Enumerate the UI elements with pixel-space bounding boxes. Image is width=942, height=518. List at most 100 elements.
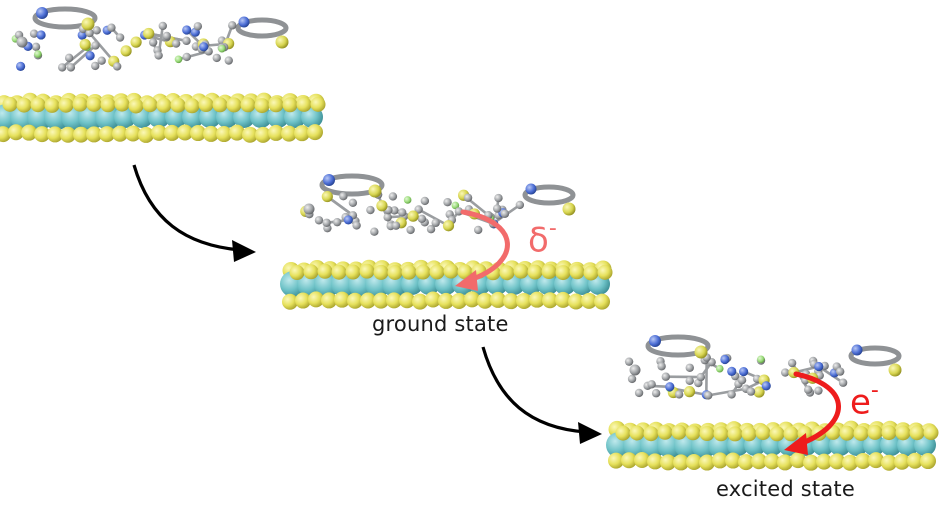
carbon-atom — [92, 26, 101, 35]
electron-sign: - — [870, 378, 879, 403]
nitrogen-atom — [851, 344, 863, 356]
carbon-atom — [112, 62, 122, 71]
carbon-atom — [115, 33, 125, 42]
sulfur-atom — [529, 291, 545, 308]
process-arrow-2-head — [578, 422, 602, 444]
sulfur-atom — [829, 453, 845, 470]
carbon-atom — [339, 192, 348, 201]
sulfur-atom — [516, 292, 532, 309]
carbon-atom — [97, 56, 106, 65]
carbon-atom — [66, 63, 76, 72]
sulfur-atom — [671, 424, 687, 440]
sulfur-atom — [443, 263, 459, 279]
metal-atom — [537, 273, 559, 295]
sulfur-atom — [816, 453, 832, 470]
sulfur-atom — [920, 453, 936, 470]
sulfur-atom — [190, 125, 206, 142]
sulfur-atom — [907, 452, 923, 469]
substrate-monolayer — [606, 420, 939, 471]
sulfur-atom — [294, 125, 310, 142]
sulfur-atom — [699, 454, 715, 471]
sulfur-atom — [412, 293, 428, 310]
sulfur-atom — [581, 292, 597, 309]
sulfur-molecular-atom — [888, 363, 902, 377]
adsorbed-molecule — [11, 6, 289, 72]
sulfur-atom — [151, 124, 167, 141]
carbon-atom — [685, 376, 694, 385]
sulfur-molecular-atom — [694, 345, 708, 359]
sulfur-atom — [373, 292, 389, 309]
electron-transfer-arrow — [793, 371, 841, 447]
carbon-atom — [674, 390, 684, 399]
carbon-atom — [366, 205, 375, 215]
sulfur-atom — [177, 124, 193, 141]
carbon-atom — [463, 193, 473, 202]
sulfur-atom — [451, 292, 467, 309]
carbon-atom — [746, 387, 756, 396]
sulfur-atom — [425, 291, 441, 308]
nitrogen-atom — [525, 183, 537, 195]
sulfur-atom — [212, 97, 228, 113]
carbon-atom — [473, 225, 483, 235]
carbon-atom — [332, 217, 342, 227]
carbon-atom — [835, 367, 845, 376]
sulfur-atom — [629, 425, 645, 441]
carbon-atom — [657, 362, 666, 371]
carbon-atom — [443, 198, 452, 207]
sulfur-molecular-atom — [79, 38, 91, 51]
sulfur-atom — [855, 452, 871, 469]
sulfur-atom — [783, 426, 799, 442]
sulfur-atom — [621, 452, 637, 469]
sulfur-atom — [128, 98, 144, 114]
process-arrow-1-head — [232, 240, 256, 262]
bond — [88, 32, 115, 63]
nitrogen-atom — [238, 16, 250, 28]
carbon-atom — [629, 364, 641, 376]
carbon-atom — [91, 61, 100, 71]
carbon-atom — [352, 221, 361, 230]
sulfur-molecular-atom — [275, 35, 289, 49]
sulfur-atom — [100, 97, 116, 113]
sulfur-atom — [112, 125, 128, 142]
bond — [70, 44, 97, 69]
sulfur-atom — [240, 97, 256, 113]
sulfur-atom — [660, 454, 676, 471]
electron-symbol: e — [850, 382, 871, 423]
sulfur-atom — [254, 98, 270, 114]
carbon-atom — [91, 41, 100, 50]
substrate-monolayer — [280, 259, 613, 310]
carbon-atom — [814, 386, 823, 395]
nitrogen-atom — [727, 366, 737, 376]
carbon-atom — [314, 216, 324, 225]
carbon-atom — [737, 375, 747, 385]
sulfur-atom — [296, 96, 312, 112]
partial-charge-symbol: δ — [528, 220, 549, 261]
sulfur-atom — [647, 453, 663, 470]
nitrogen-atom — [720, 354, 730, 365]
sulfur-atom — [242, 126, 258, 143]
carbon-atom — [162, 31, 171, 41]
carbon-atom — [803, 385, 813, 394]
carbon-atom — [420, 196, 430, 206]
sulfur-atom — [438, 292, 454, 309]
carbon-atom — [182, 36, 191, 46]
metal-atom — [863, 434, 885, 456]
sulfur-atom — [99, 126, 115, 143]
nitrogen-atom — [761, 381, 771, 391]
carbon-atom — [685, 363, 694, 372]
adsorbed-molecule — [624, 334, 902, 400]
sulfur-atom — [464, 291, 480, 308]
fluorine-atom — [757, 355, 765, 364]
sulfur-atom — [839, 425, 855, 441]
carbon-atom — [696, 372, 706, 382]
sulfur-atom — [842, 454, 858, 471]
sulfur-molecular-atom — [407, 210, 419, 222]
sulfur-atom — [164, 124, 180, 141]
sulfur-atom — [16, 97, 32, 113]
sulfur-atom — [308, 291, 324, 308]
thiophene-ring — [235, 17, 289, 39]
sulfur-atom — [73, 126, 89, 143]
sulfur-atom — [72, 96, 88, 112]
sulfur-atom — [738, 454, 754, 471]
